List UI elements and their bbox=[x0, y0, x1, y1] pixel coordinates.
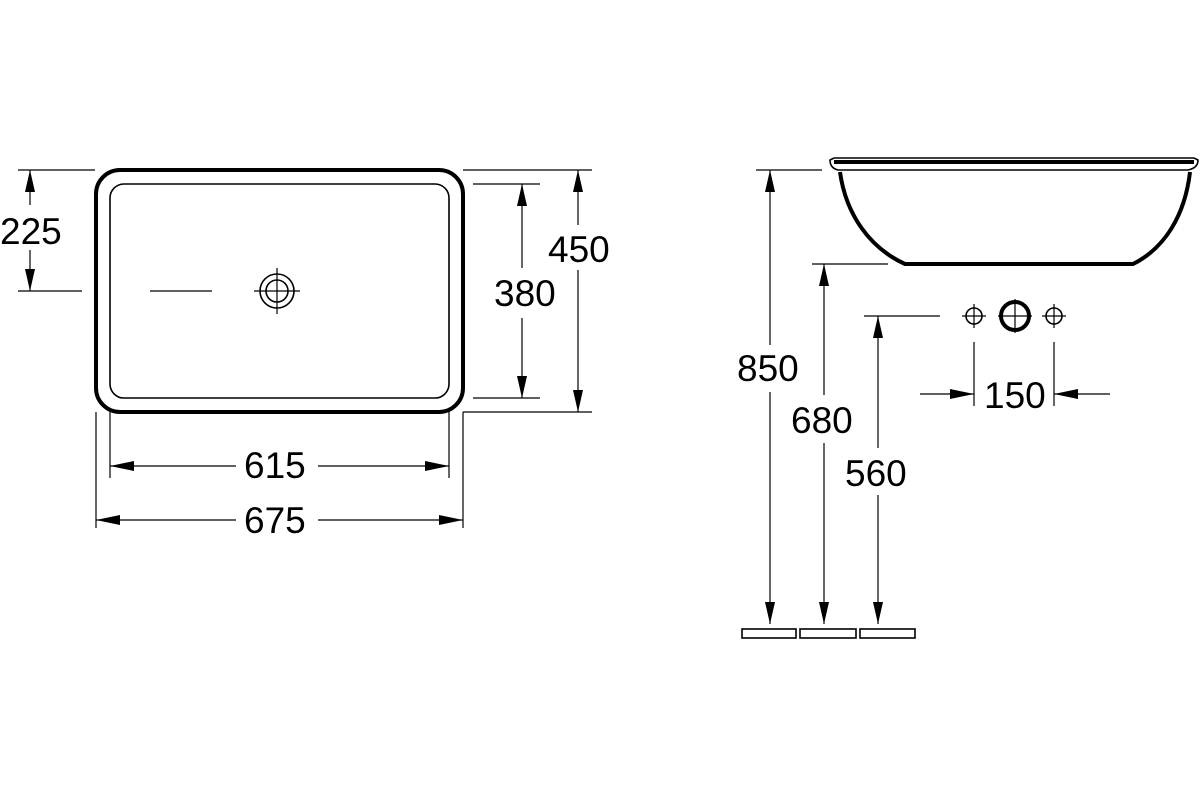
dimension-225: 225 bbox=[0, 170, 62, 291]
tap-hole-left-icon bbox=[962, 304, 986, 328]
dimension-label-680: 680 bbox=[791, 400, 853, 441]
dimension-label-615: 615 bbox=[244, 445, 306, 486]
dimension-680: 680 bbox=[791, 264, 853, 624]
dimension-450: 450 bbox=[548, 170, 610, 412]
dimension-label-675: 675 bbox=[244, 500, 306, 541]
dimension-615: 615 bbox=[110, 445, 449, 486]
dimension-850: 850 bbox=[737, 170, 799, 624]
basin-outer-rim bbox=[94, 168, 465, 414]
basin-inner-edge bbox=[109, 183, 450, 399]
tap-hole-center-icon bbox=[998, 299, 1032, 333]
dimension-560: 560 bbox=[845, 316, 907, 624]
dimension-150: 150 bbox=[920, 342, 1110, 416]
floor-line bbox=[741, 628, 916, 639]
tap-hole-right-icon bbox=[1042, 304, 1066, 328]
dimension-label-380: 380 bbox=[494, 273, 556, 314]
dimension-label-850: 850 bbox=[737, 348, 799, 389]
dimension-label-560: 560 bbox=[845, 453, 907, 494]
dimension-label-225: 225 bbox=[0, 211, 62, 252]
dimension-label-450: 450 bbox=[548, 229, 610, 270]
drain-icon bbox=[254, 268, 300, 314]
basin-section bbox=[829, 157, 1199, 266]
dimension-label-150: 150 bbox=[984, 375, 1046, 416]
top-view: 225 380 450 bbox=[0, 168, 610, 541]
dimension-675: 675 bbox=[96, 500, 463, 541]
dimension-380: 380 bbox=[494, 184, 556, 398]
side-view: 150 850 680 560 bbox=[737, 157, 1199, 639]
